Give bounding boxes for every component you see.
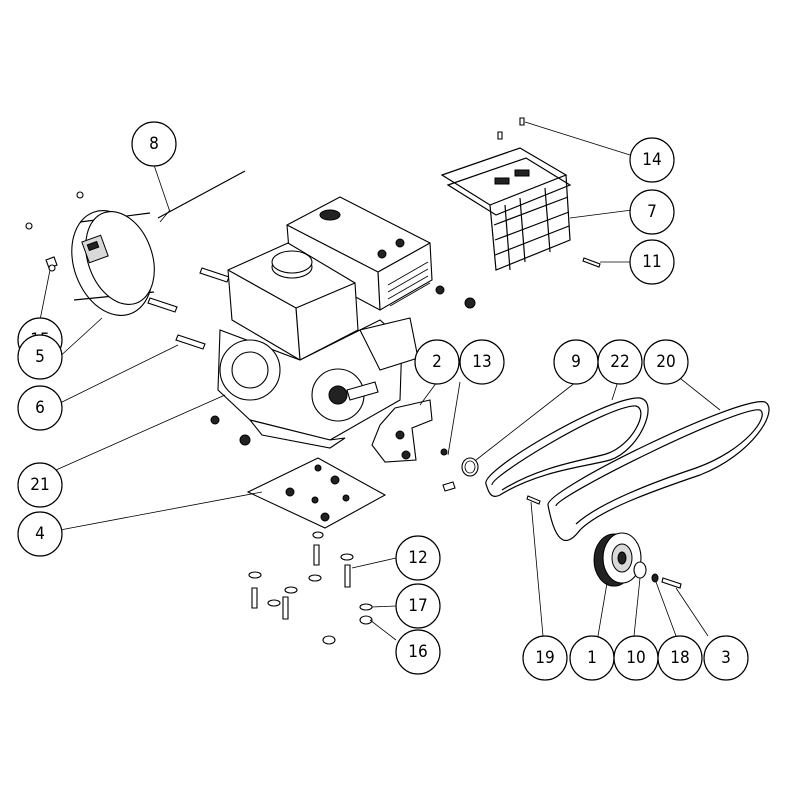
callout-9: 9 [553,339,599,385]
callout-1: 1 [569,635,615,681]
callout-18: 18 [657,635,703,681]
callout-5-label: 5 [35,347,45,367]
part-4-plate [246,457,387,529]
callout-12-label: 12 [408,548,427,568]
part-22-belt [485,397,649,497]
callout-17: 17 [395,583,441,629]
callout-22: 22 [597,339,643,385]
part-11-pin [582,257,601,268]
part-20-belt [547,401,770,541]
part-3-bolt [661,577,682,589]
callout-17-label: 17 [408,596,427,616]
part-8-rod [157,170,246,223]
callout-2: 2 [414,339,460,385]
part-21-engine [210,196,476,449]
callout-19-label: 19 [535,648,554,668]
callout-20: 20 [643,339,689,385]
part-6-studs [147,267,230,350]
part-14-screws [497,117,525,140]
callout-7-label: 7 [647,202,657,222]
part-13-bolt [442,481,456,492]
part-15-screws [25,191,84,272]
callout-9-label: 9 [571,352,581,372]
air-cleaner-vents [387,261,431,307]
callout-16-label: 16 [408,642,427,662]
callout-10: 10 [613,635,659,681]
part-19-key [526,495,541,505]
part-1-pulley [593,532,642,587]
callout-14: 14 [629,137,675,183]
callout-13: 13 [459,339,505,385]
callout-7: 7 [629,189,675,235]
callout-11: 11 [629,239,675,285]
leader-lines [39,121,721,641]
part-2-bracket [371,399,448,463]
callout-6: 6 [17,385,63,431]
callout-19: 19 [522,635,568,681]
part-10-washer [633,561,647,579]
callout-16: 16 [395,629,441,675]
callout-8: 8 [131,121,177,167]
callout-10-label: 10 [626,648,645,668]
callout-2-label: 2 [432,352,442,372]
callout-21-label: 21 [30,475,49,495]
callout-13-label: 13 [472,352,491,372]
callout-3-label: 3 [721,648,731,668]
part-7-guard [440,147,572,271]
callout-22-label: 22 [610,352,629,372]
callout-21: 21 [17,462,63,508]
callout-6-label: 6 [35,398,45,418]
callout-4: 4 [17,511,63,557]
callout-18-label: 18 [670,648,689,668]
callout-5-visible: 5 [17,334,63,380]
parts-12-16-17-fasteners [248,531,373,645]
part-9-ring [461,457,479,477]
part-18-washer [651,573,659,583]
callout-11-label: 11 [642,252,661,272]
callout-14-label: 14 [642,150,661,170]
callout-8-label: 8 [149,134,159,154]
callout-4-label: 4 [35,524,45,544]
callout-12: 12 [395,535,441,581]
callout-3: 3 [703,635,749,681]
part-5-band [71,210,155,316]
callout-1-label: 1 [587,648,597,668]
callout-20-label: 20 [656,352,675,372]
